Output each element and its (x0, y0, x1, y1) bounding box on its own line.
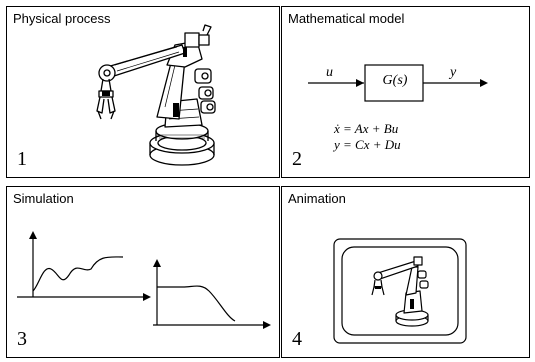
panel-title: Mathematical model (288, 11, 405, 26)
panel-title: Physical process (13, 11, 111, 26)
panel-title: Animation (288, 191, 346, 206)
panel-number: 2 (292, 148, 302, 170)
animation-screen-illustration (333, 238, 467, 344)
transfer-function-block: G(s) (382, 73, 408, 88)
panel-physical-process: Physical process (6, 6, 280, 178)
panel-simulation: Simulation 3 (6, 186, 280, 358)
panel-mathematical-model: Mathematical model u y G(s) ẋ = Ax + Bu … (281, 6, 530, 178)
output-signal-label: y (450, 65, 457, 80)
input-signal-label: u (326, 65, 333, 80)
panel-number: 4 (292, 328, 302, 350)
panel-animation: Animation 4 (281, 186, 530, 358)
transfer-function-diagram (308, 64, 488, 102)
panel-number: 3 (17, 328, 27, 350)
panel-number: 1 (17, 148, 27, 170)
simulation-plots (17, 231, 271, 329)
output-equation: y = Cx + Du (334, 137, 401, 152)
state-equation: ẋ = Ax + Bu (334, 121, 399, 136)
robot-arm-illustration (96, 24, 216, 166)
panel-title: Simulation (13, 191, 74, 206)
